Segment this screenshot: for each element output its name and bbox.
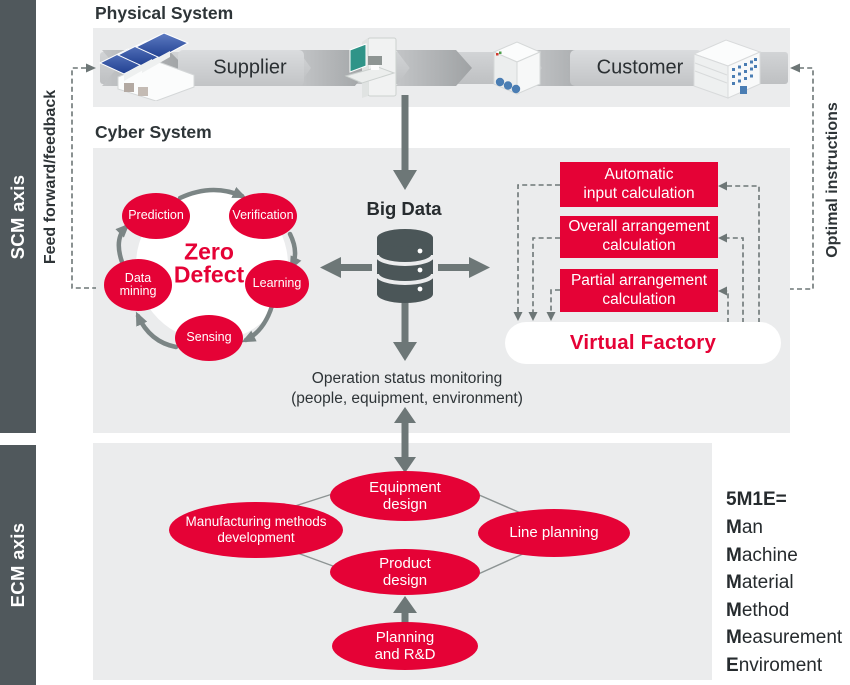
database-icon: [375, 229, 435, 303]
legend-item: Enviroment: [726, 654, 823, 676]
legend-item: Method: [726, 599, 790, 621]
cycle-node-verification: Verification: [229, 193, 297, 239]
inspection-machine-icon: [492, 41, 542, 95]
cycle-node-prediction: Prediction: [122, 193, 190, 239]
scm-axis-bar: SCM axis: [0, 0, 36, 433]
virtual-factory-label: Virtual Factory: [569, 331, 717, 354]
cycle-node-sensing: Sensing: [175, 315, 243, 361]
factory-icon: [98, 33, 195, 101]
ecm-axis-label: ECM axis: [7, 522, 28, 608]
machining-center-icon: [344, 37, 397, 98]
5m1e-legend: 5M1E= Man Machine Material Method Measur…: [726, 486, 842, 680]
legend-item: Man: [726, 517, 763, 538]
supplier-label: Supplier: [213, 56, 287, 79]
cycle-node-learning: Learning: [245, 260, 309, 308]
legend-item: Machine: [726, 544, 798, 566]
physical-system-header: Physical System: [95, 3, 234, 23]
scm-axis-label: SCM axis: [7, 174, 28, 259]
node-line-planning: Line planning: [478, 509, 630, 557]
cycle-node-data-mining: Data mining: [104, 259, 172, 311]
legend-title: 5M1E=: [726, 489, 787, 510]
customer-label: Customer: [596, 56, 684, 79]
zero-defect-label: Zero Defect: [173, 238, 245, 288]
operation-status-monitoring-label: Operation status monitoring (people, equ…: [291, 370, 523, 407]
customer-band: [570, 50, 702, 86]
ecm-axis-bar: ECM axis: [0, 445, 36, 685]
optimal-instructions-label: Optimal instructions: [824, 102, 841, 258]
legend-item: Measurement: [726, 627, 843, 649]
big-data-label: Big Data: [366, 198, 442, 219]
legend-item: Material: [726, 572, 794, 594]
feed-forward-feedback-label: Feed forward/feedback: [42, 89, 59, 265]
virtual-factory-pill: Virtual Factory: [505, 322, 781, 364]
office-building-icon: [692, 39, 762, 99]
supplier-band: [178, 50, 304, 86]
cyber-system-header: Cyber System: [95, 122, 212, 142]
